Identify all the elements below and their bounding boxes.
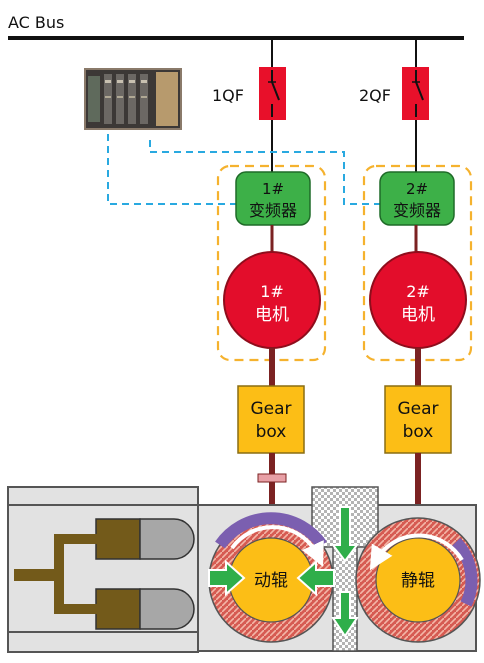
static-roll-label: 静辊 bbox=[401, 571, 435, 591]
breaker-2qf-label: 2QF bbox=[359, 86, 391, 105]
plc-controller-image bbox=[84, 68, 182, 130]
drive-1-line1: 1# bbox=[262, 180, 284, 198]
shaft-coupling bbox=[258, 474, 286, 482]
hydraulic-cylinder-lower bbox=[96, 589, 194, 629]
gearbox-2-line1: Gear bbox=[397, 399, 438, 419]
hydraulic-cylinder-upper bbox=[96, 519, 194, 559]
gearbox-2: Gear box bbox=[385, 386, 451, 453]
frequency-converter-1: 1# 变频器 bbox=[236, 172, 310, 225]
breaker-1qf-label: 1QF bbox=[212, 86, 244, 105]
shaft-motor2 bbox=[415, 348, 421, 386]
motor-1: 1# 电机 bbox=[224, 252, 320, 348]
motor-2: 2# 电机 bbox=[370, 252, 466, 348]
motor-1-line1: 1# bbox=[260, 282, 284, 301]
drive-2-line1: 2# bbox=[406, 180, 428, 198]
motor-2-line2: 电机 bbox=[401, 305, 435, 325]
breaker-2qf bbox=[402, 67, 429, 120]
gearbox-2-line2: box bbox=[403, 422, 434, 442]
shaft-motor1 bbox=[269, 348, 275, 386]
driven-roll-label: 动辊 bbox=[254, 571, 288, 591]
gearbox-1-line2: box bbox=[256, 422, 287, 442]
gearbox-1: Gear box bbox=[238, 386, 304, 453]
drive-1-line2: 变频器 bbox=[249, 201, 297, 220]
motor-1-line2: 电机 bbox=[255, 305, 289, 325]
gearbox-1-line1: Gear bbox=[250, 399, 291, 419]
shaft-gearbox2 bbox=[415, 453, 421, 509]
drive-2-line2: 变频器 bbox=[393, 201, 441, 220]
frequency-converter-2: 2# 变频器 bbox=[380, 172, 454, 225]
breaker-1qf bbox=[259, 67, 286, 120]
motor-2-line1: 2# bbox=[406, 282, 430, 301]
bus-label: AC Bus bbox=[8, 13, 64, 32]
